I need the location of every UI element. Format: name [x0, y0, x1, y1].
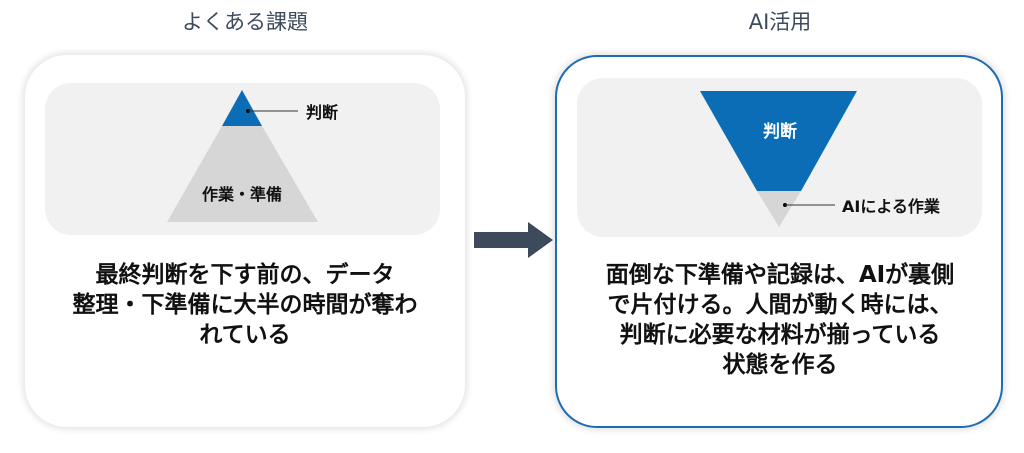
funnel-top [700, 91, 857, 191]
body-line: 判断に必要な材料が揃っている [619, 322, 941, 348]
arrow-icon [474, 222, 553, 258]
body-line: 最終判断を下す前の、データ [95, 262, 395, 288]
body-line: 整理・下準備に大半の時間が奪わ [72, 292, 418, 318]
right-body: 面倒な下準備や記録は、AIが裏側 で片付ける。人間が動く時には、 判断に必要な材… [560, 260, 1000, 380]
body-line: 状態を作る [722, 352, 838, 378]
pyramid-base [167, 126, 318, 222]
pyramid-top [222, 90, 262, 126]
left-body: 最終判断を下す前の、データ 整理・下準備に大半の時間が奪わ れている [35, 260, 455, 350]
left-title: よくある課題 [182, 10, 308, 34]
label-ai-work: AIによる作業 [842, 197, 941, 216]
funnel-bottom [757, 191, 801, 227]
label-judgment-ai: 判断 [763, 121, 797, 142]
label-judgment: 判断 [306, 103, 338, 122]
body-line: 面倒な下準備や記録は、AIが裏側 [605, 262, 955, 288]
body-line: れている [199, 322, 291, 348]
label-work: 作業・準備 [202, 185, 282, 204]
body-line: で片付ける。人間が動く時には、 [607, 292, 953, 318]
right-title: AI活用 [748, 10, 812, 34]
